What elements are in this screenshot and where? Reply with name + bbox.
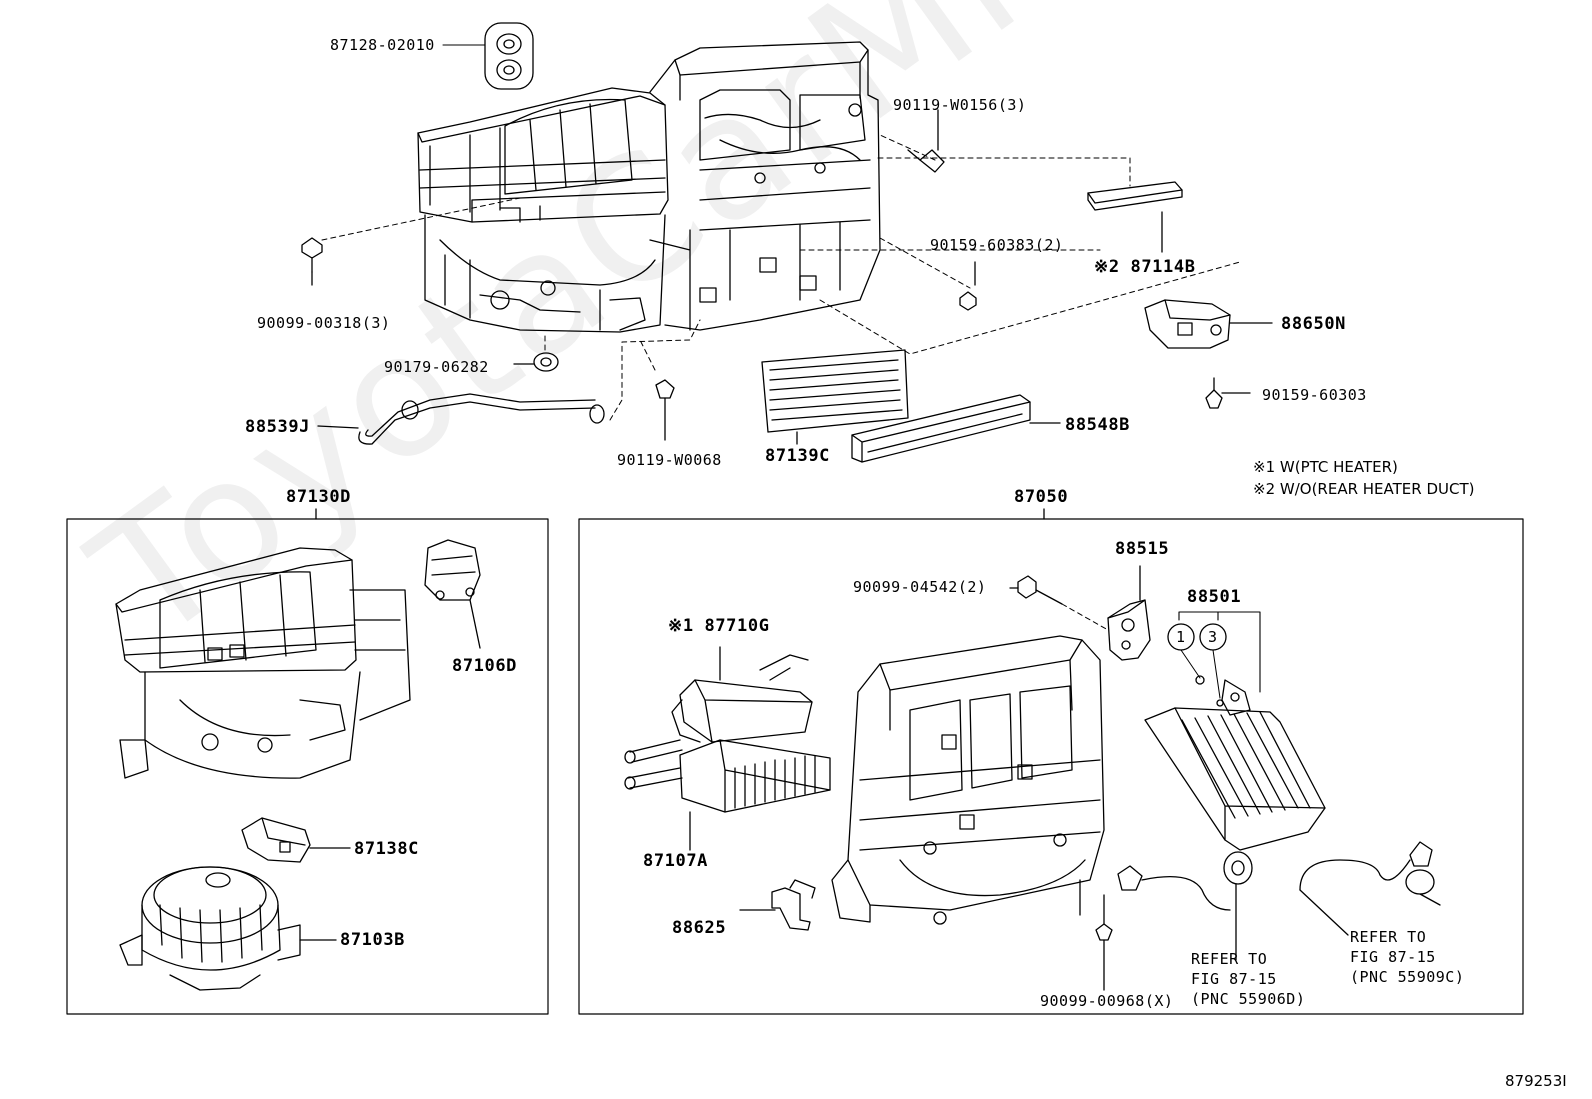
- part-label-87106d: 87106D: [452, 656, 518, 676]
- refer-note-2-line1: REFER TO: [1350, 928, 1427, 946]
- part-label-90159-60383: 90159-60383(2): [930, 236, 1064, 254]
- assembly-label-87050: 87050: [1014, 487, 1069, 507]
- ptc-heater-87710g-drawing: [672, 647, 812, 742]
- footnote-1: ※1 W(PTC HEATER): [1253, 458, 1398, 476]
- cover-87114b-drawing: [1088, 182, 1182, 252]
- actuator-87106d-drawing: [425, 540, 480, 648]
- refer-note-1-line3: (PNC 55906D): [1191, 990, 1306, 1008]
- part-label-90099-00318: 90099-00318(3): [257, 314, 391, 332]
- leader-lines-top: [322, 135, 1240, 420]
- expansion-valve-88515-drawing: [1108, 566, 1150, 660]
- screw-90119-w0068-drawing: [656, 380, 674, 440]
- part-label-87139c: 87139C: [765, 446, 831, 466]
- part-label-87114b: ※2 87114B: [1094, 257, 1196, 277]
- bolt-90099-00318-drawing: [302, 238, 322, 285]
- blower-motor-87103b-drawing: [120, 867, 336, 990]
- filter-88548b-drawing: [852, 395, 1060, 462]
- screw-90119-w0156-drawing: [908, 110, 944, 172]
- part-label-87103b: 87103B: [340, 930, 406, 950]
- nut-90179-06282-drawing: [514, 353, 558, 371]
- part-label-90119-w0068: 90119-W0068: [617, 451, 722, 469]
- blower-case-87130d-drawing: [116, 548, 410, 778]
- part-label-87107a: 87107A: [643, 851, 709, 871]
- part-label-90099-00968: 90099-00968(X): [1040, 992, 1174, 1010]
- drain-hose-88539j-drawing: [318, 394, 604, 444]
- part-label-87138c: 87138C: [354, 839, 420, 859]
- part-label-87128-02010: 87128-02010: [330, 36, 435, 54]
- assembly-frame-87130d: [67, 519, 548, 1014]
- filter-87139c-drawing: [762, 350, 908, 444]
- part-label-88501: 88501: [1187, 587, 1242, 607]
- part-label-90179-06282: 90179-06282: [384, 358, 489, 376]
- hvac-case-87050-drawing: [832, 636, 1104, 924]
- refer-note-1-line2: FIG 87-15: [1191, 970, 1277, 988]
- grommet-part-drawing: [485, 23, 533, 89]
- part-label-88650n: 88650N: [1281, 314, 1347, 334]
- bolt-90099-04542-drawing: [1010, 576, 1062, 604]
- part-label-88539j: 88539J: [245, 417, 311, 437]
- part-label-87710g: ※1 87710G: [668, 616, 770, 636]
- refer-note-1-line1: REFER TO: [1191, 950, 1268, 968]
- circle-callout-label-3: 3: [1208, 628, 1218, 646]
- assembly-label-87130d: 87130D: [286, 487, 352, 507]
- circle-callout-label-1: 1: [1176, 628, 1186, 646]
- thermistor-refer2-drawing: [1300, 842, 1440, 935]
- leader-88515-dashed: [1062, 604, 1108, 630]
- screw-90099-00968-drawing: [1096, 895, 1112, 990]
- bracket-88625-drawing: [740, 880, 815, 930]
- screw-90159-60303-drawing: [1206, 378, 1250, 408]
- part-label-90119-w0156: 90119-W0156(3): [893, 96, 1027, 114]
- hvac-unit-top-drawing: [418, 42, 880, 332]
- part-label-90099-04542: 90099-04542(2): [853, 578, 987, 596]
- assembly-frame-87050: [579, 519, 1523, 1014]
- refer-note-2-line3: (PNC 55909C): [1350, 968, 1465, 986]
- actuator-88650n-drawing: [1145, 300, 1272, 348]
- part-label-88548b: 88548B: [1065, 415, 1131, 435]
- figure-code: 879253I: [1505, 1072, 1567, 1090]
- screw-90159-60383-drawing: [960, 262, 976, 310]
- evaporator-88501-drawing: [1145, 676, 1325, 850]
- part-label-88515: 88515: [1115, 539, 1170, 559]
- thermistor-refer1-drawing: [1118, 852, 1252, 960]
- part-label-88625: 88625: [672, 918, 727, 938]
- footnote-2: ※2 W/O(REAR HEATER DUCT): [1253, 480, 1475, 498]
- refer-note-2-line2: FIG 87-15: [1350, 948, 1436, 966]
- leader-88501: [1179, 612, 1260, 692]
- resistor-87138c-drawing: [242, 818, 350, 862]
- heater-core-87107a-drawing: [625, 740, 830, 850]
- part-label-90159-60303: 90159-60303: [1262, 386, 1367, 404]
